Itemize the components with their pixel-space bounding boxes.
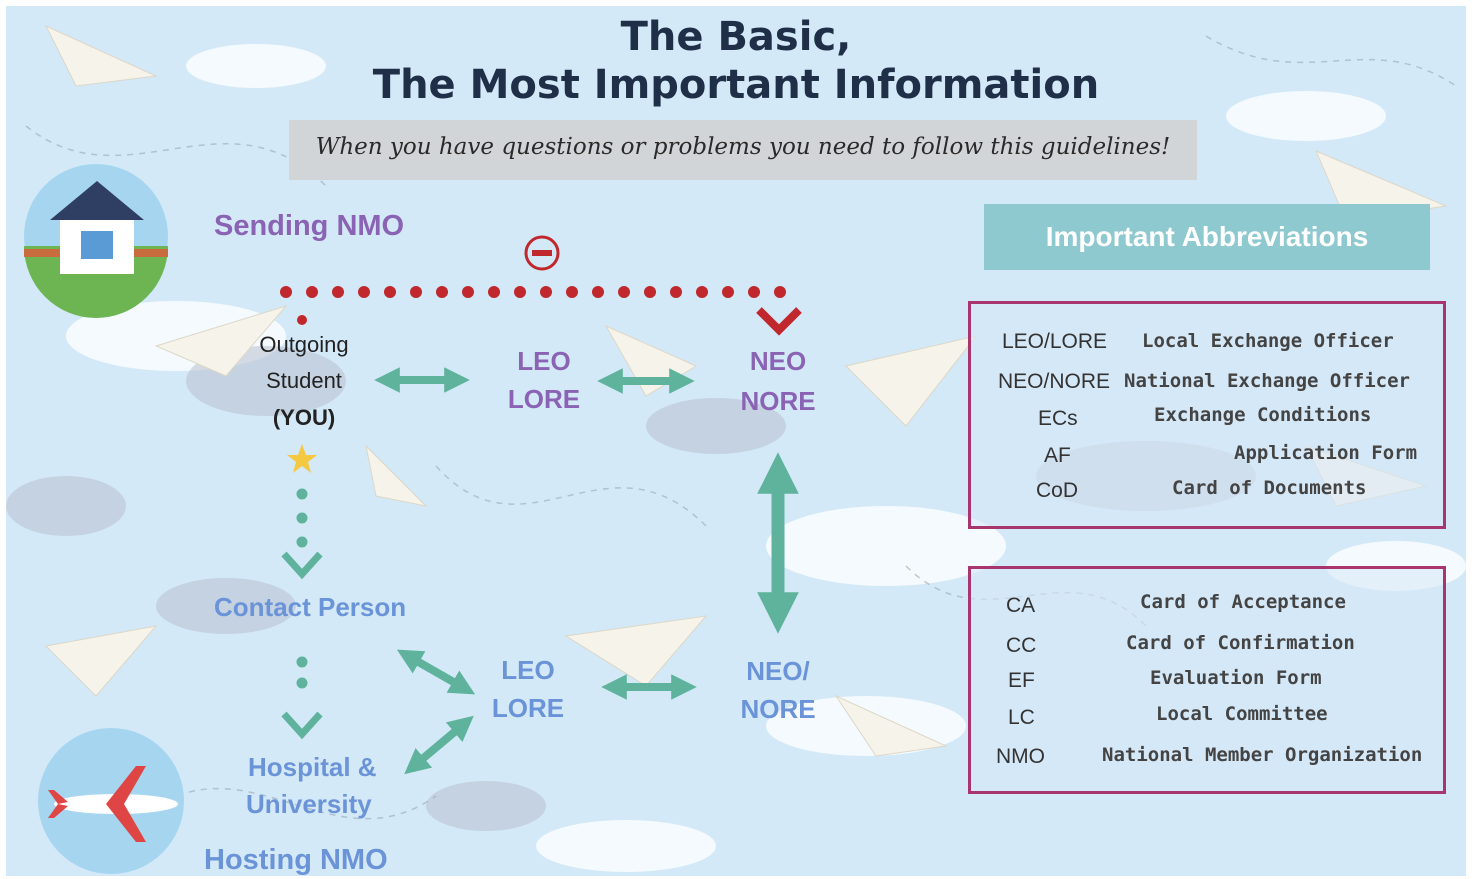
teal-arrows: [374, 367, 799, 775]
infographic-canvas: The Basic, The Most Important Informatio…: [6, 6, 1466, 876]
abbreviations-heading: Important Abbreviations: [1045, 221, 1369, 252]
abbr-definition: Card of Documents: [1172, 477, 1367, 499]
subtitle: When you have questions or problems you …: [315, 134, 1171, 160]
diagram-graphics: [6, 24, 1466, 874]
outgoing-student-line-2: Student: [266, 368, 342, 393]
teal-dotted-connector-top: [281, 488, 323, 580]
abbr-term: LC: [1008, 706, 1035, 729]
arrow-contact-leo: [396, 649, 476, 695]
abbreviations-box-1: [968, 301, 1446, 529]
abbr-definition: Evaluation Form: [1150, 667, 1322, 689]
title-line-2: The Most Important Information: [372, 62, 1100, 108]
abbreviations-header: [984, 204, 1430, 270]
abbr-definition: Local Committee: [1156, 703, 1328, 725]
neo-nore-top-line-2: NORE: [740, 386, 816, 416]
leo-lore-bottom-line-1: LEO: [501, 655, 555, 685]
outgoing-student-line-1: Outgoing: [259, 332, 349, 357]
background-clouds: [66, 44, 1466, 872]
teal-dotted-connector-bottom: [281, 656, 323, 740]
star-icon: [287, 444, 317, 473]
abbr-term: LEO/LORE: [1002, 330, 1108, 353]
subtitle-bar: [289, 120, 1197, 180]
abbr-definition: National Exchange Officer: [1124, 370, 1410, 392]
red-dotted-connector: [280, 286, 802, 336]
abbr-term: CC: [1006, 634, 1037, 657]
abbr-term: NEO/NORE: [998, 370, 1111, 393]
hospital-university-line-1: Hospital &: [248, 752, 377, 782]
abbr-definition: Exchange Conditions: [1154, 404, 1372, 426]
neo-nore-bottom-line-1: NEO/: [746, 656, 810, 686]
neo-nore-bottom-line-2: NORE: [740, 694, 816, 724]
abbr-definition: Local Exchange Officer: [1142, 330, 1394, 352]
title-line-1: The Basic,: [620, 14, 852, 60]
hosting-nmo-label: Hosting NMO: [204, 844, 388, 876]
abbr-term: NMO: [996, 745, 1045, 768]
sending-nmo-label: Sending NMO: [214, 210, 405, 242]
leo-lore-top-line-1: LEO: [517, 346, 571, 376]
airplane-icon: [38, 728, 184, 874]
abbr-definition: Application Form: [1234, 442, 1418, 464]
abbr-term: CoD: [1036, 479, 1079, 502]
neo-nore-top-line-1: NEO: [749, 346, 807, 376]
abbr-term: AF: [1044, 444, 1071, 467]
abbr-term: ECs: [1038, 407, 1078, 430]
abbr-definition: National Member Organization: [1102, 744, 1423, 766]
background-grey-clouds: [6, 346, 1256, 831]
abbr-term: CA: [1006, 594, 1036, 617]
outgoing-student-line-3: (YOU): [272, 405, 336, 430]
hospital-university-line-2: University: [246, 789, 372, 819]
no-entry-icon: [524, 235, 560, 271]
abbr-definition: Card of Confirmation: [1126, 632, 1355, 654]
abbr-definition: Card of Acceptance: [1140, 591, 1346, 613]
leo-lore-bottom-line-2: LORE: [491, 693, 565, 723]
abbreviations-box-2: [968, 566, 1446, 794]
leo-lore-top-line-2: LORE: [507, 384, 581, 414]
abbr-term: EF: [1008, 669, 1035, 692]
house-icon: [24, 164, 168, 318]
contact-person-label: Contact Person: [214, 592, 407, 622]
arrow-hospital-leo: [404, 715, 474, 775]
